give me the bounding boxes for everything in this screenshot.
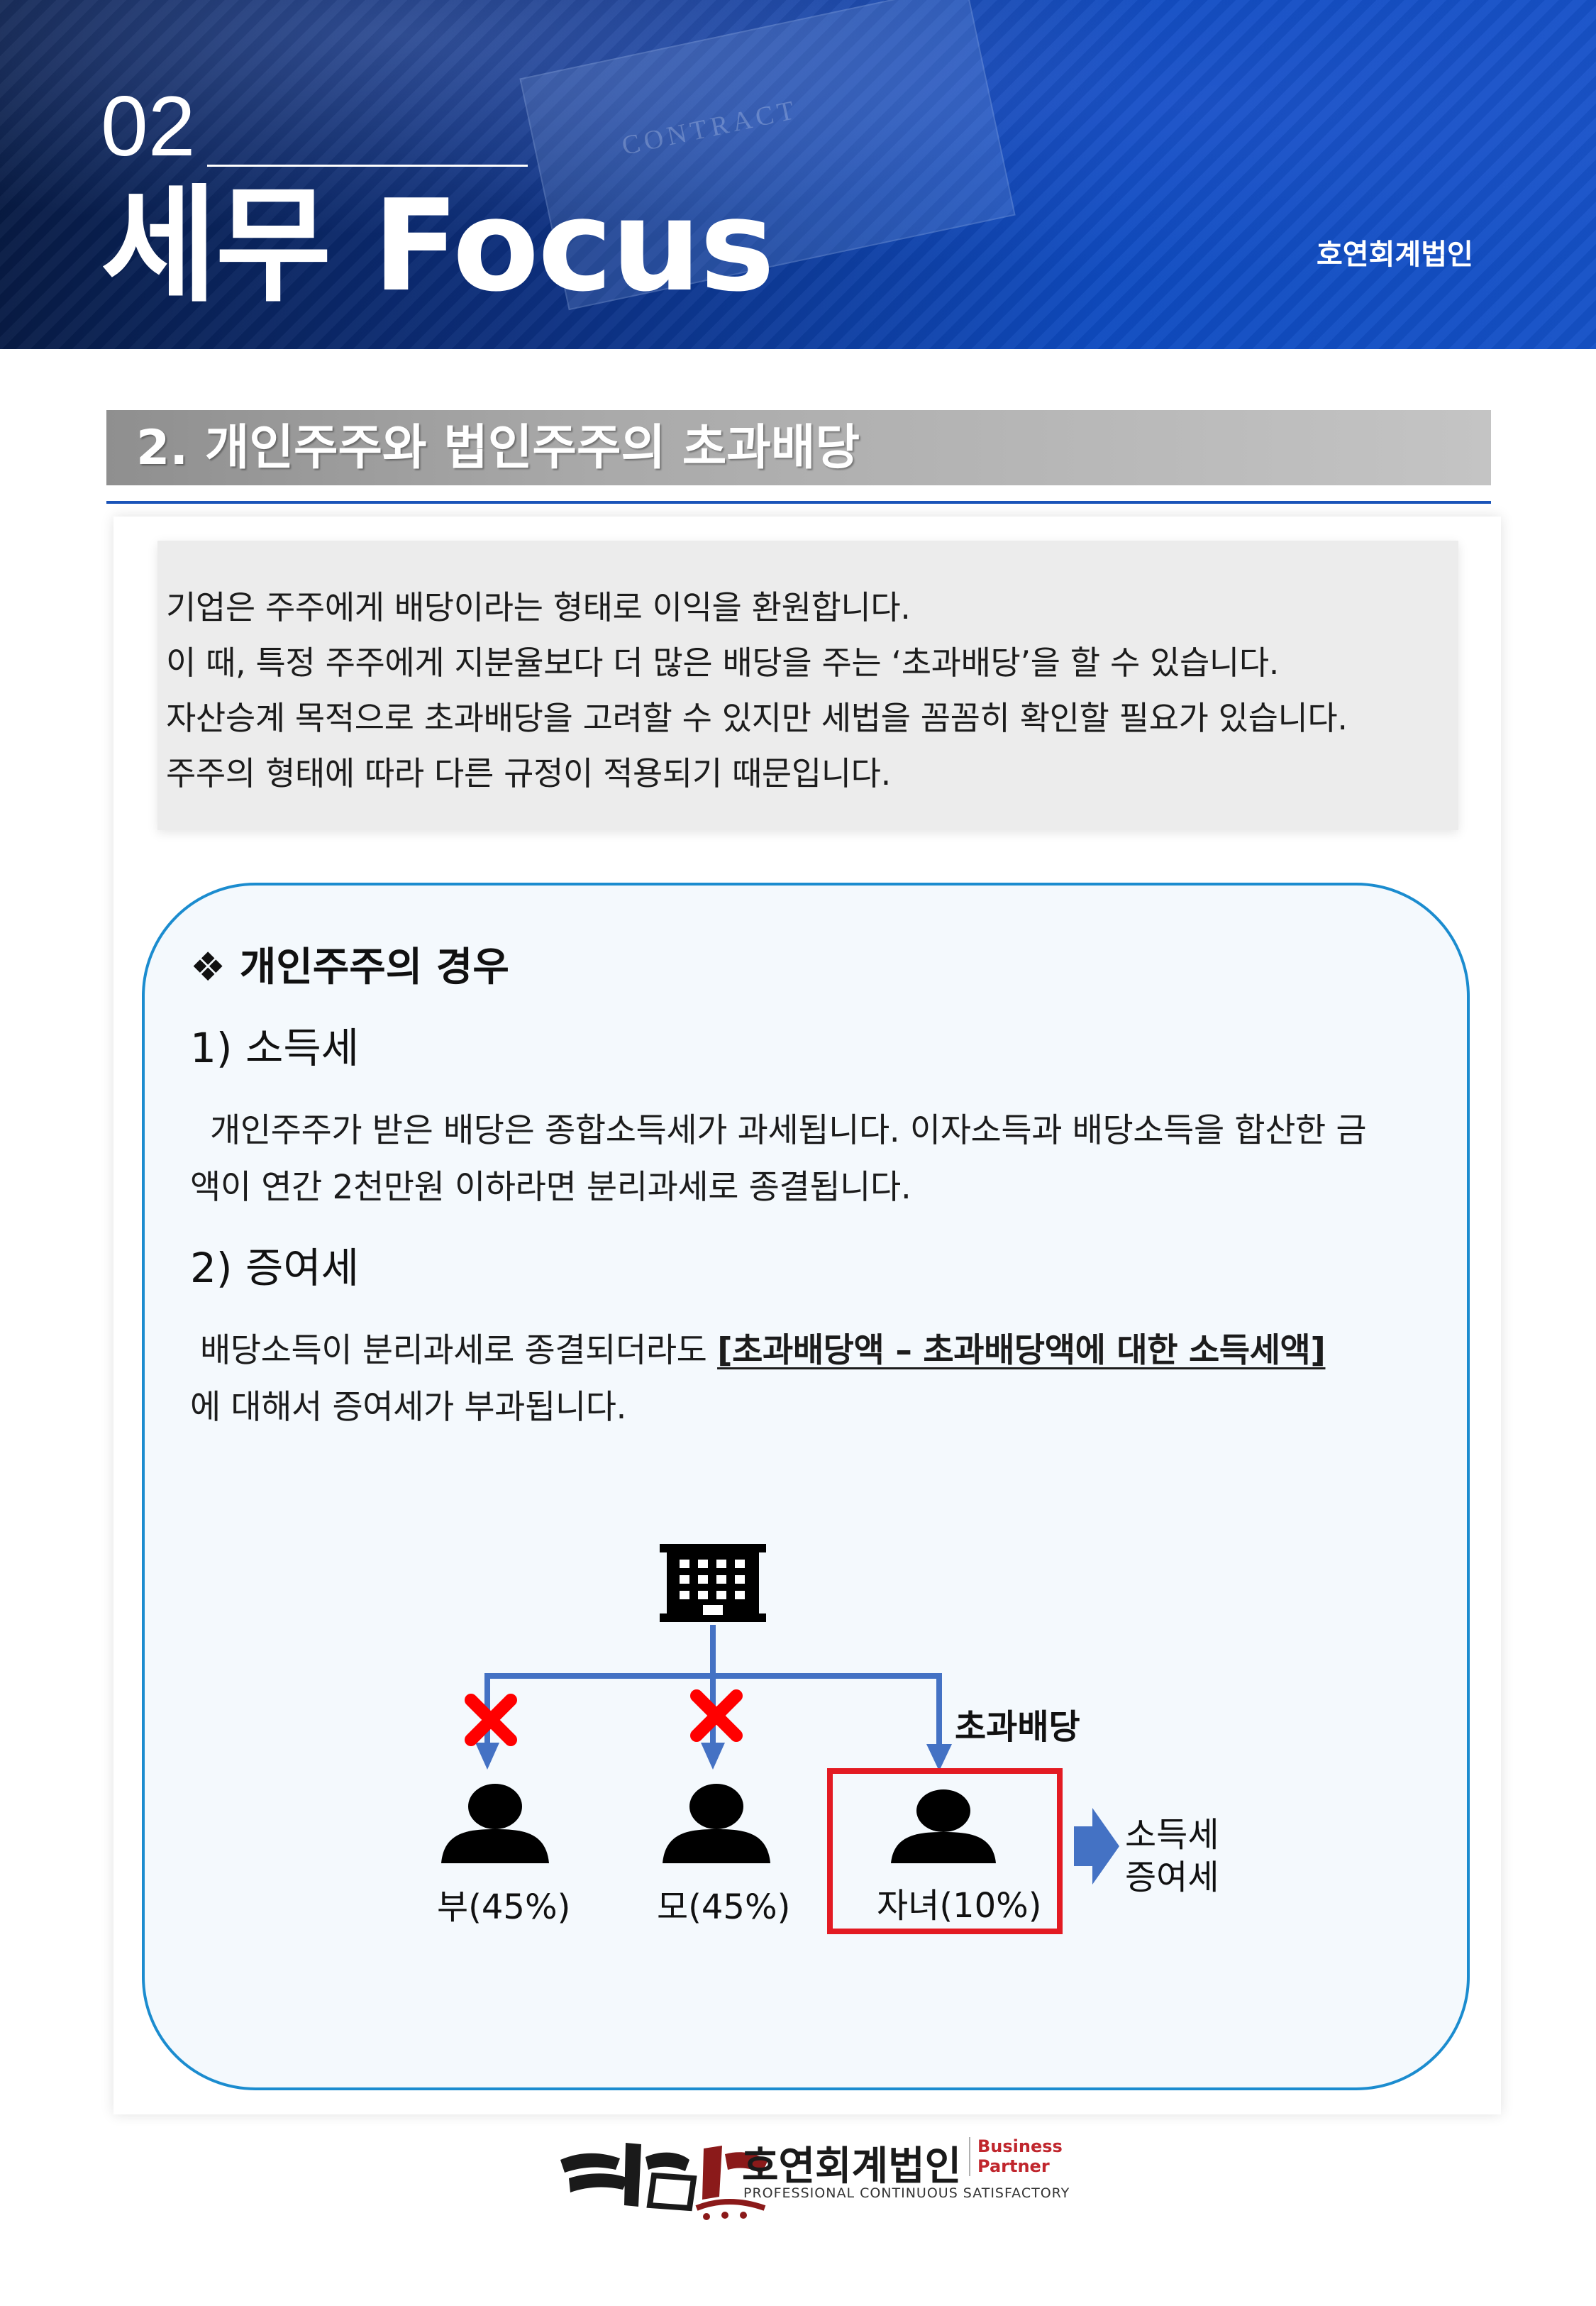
banner-document-word: CONTRACT xyxy=(619,94,802,162)
result-tax-gift: 증여세 xyxy=(1125,1858,1219,1897)
footer-partner-badge: Business Partner xyxy=(969,2136,1063,2177)
page-title: 세무 Focus xyxy=(101,172,775,319)
intro-line-3: 자산승계 목적으로 초과배당을 고려할 수 있지만 세법을 꼼꼼히 확인할 필요… xyxy=(166,699,1348,737)
footer-firm-name: 호연회계법인 xyxy=(742,2144,962,2190)
gift-tax-line-1: 배당소득이 분리과세로 종결되더라도 [초과배당액 – 초과배당액에 대한 소득… xyxy=(200,1323,1326,1372)
section-heading-bar: 2. 개인주주와 법인주주의 초과배당 xyxy=(106,410,1491,485)
header-firm-name: 호연회계법인 xyxy=(1317,238,1473,271)
intro-line-1: 기업은 주주에게 배당이라는 형태로 이익을 환원합니다. xyxy=(166,588,911,627)
footer-partner-line-1: Business xyxy=(977,2136,1063,2156)
gift-tax-heading: 2) 증여세 xyxy=(190,1244,360,1292)
header-banner: CONTRACT 02 세무 Focus 호연회계법인 xyxy=(0,0,1596,349)
footer-tagline: PROFESSIONAL CONTINUOUS SATISFACTORY xyxy=(743,2185,1070,2201)
individual-heading: ❖ 개인주주의 경우 xyxy=(190,935,509,993)
section-heading: 2. 개인주주와 법인주주의 초과배당 xyxy=(136,420,860,476)
income-tax-line-1: 개인주주가 받은 배당은 종합소득세가 과세됩니다. 이자소득과 배당소득을 합… xyxy=(210,1111,1367,1150)
shareholder-father-label: 부(45%) xyxy=(437,1887,571,1927)
diamond-bullet-icon: ❖ xyxy=(190,944,226,991)
gift-tax-line-2: 에 대해서 증여세가 부과됩니다. xyxy=(190,1388,627,1427)
intro-box: 기업은 주주에게 배당이라는 형태로 이익을 환원합니다. 이 때, 특정 주주… xyxy=(157,541,1458,830)
section-divider xyxy=(106,501,1491,504)
footer-partner-line-2: Partner xyxy=(977,2156,1050,2176)
income-tax-heading: 1) 소득세 xyxy=(190,1024,360,1072)
intro-line-2: 이 때, 특정 주주에게 지분율보다 더 많은 배당을 주는 ‘초과배당’을 할… xyxy=(166,644,1279,682)
shareholder-mother-label: 모(45%) xyxy=(657,1887,791,1927)
intro-line-4: 주주의 형태에 따라 다른 규정이 적용되기 때문입니다. xyxy=(166,754,891,793)
shareholder-child-label: 자녀(10%) xyxy=(877,1886,1042,1926)
section-number: 02 xyxy=(101,79,196,174)
gift-tax-line-1-prefix: 배당소득이 분리과세로 종결되더라도 xyxy=(200,1331,707,1370)
income-tax-line-2: 액이 연간 2천만원 이하라면 분리과세로 종결됩니다. xyxy=(190,1168,911,1207)
footer-logo-image xyxy=(560,2143,767,2220)
excess-dividend-label: 초과배당 xyxy=(955,1707,1080,1747)
individual-heading-text: 개인주주의 경우 xyxy=(239,944,509,991)
result-tax-income: 소득세 xyxy=(1125,1815,1219,1855)
banner-texture xyxy=(0,0,1596,349)
gift-tax-emphasis: [초과배당액 – 초과배당액에 대한 소득세액] xyxy=(717,1331,1326,1370)
section-number-underline xyxy=(207,165,528,167)
individual-shareholder-box xyxy=(142,883,1470,2090)
